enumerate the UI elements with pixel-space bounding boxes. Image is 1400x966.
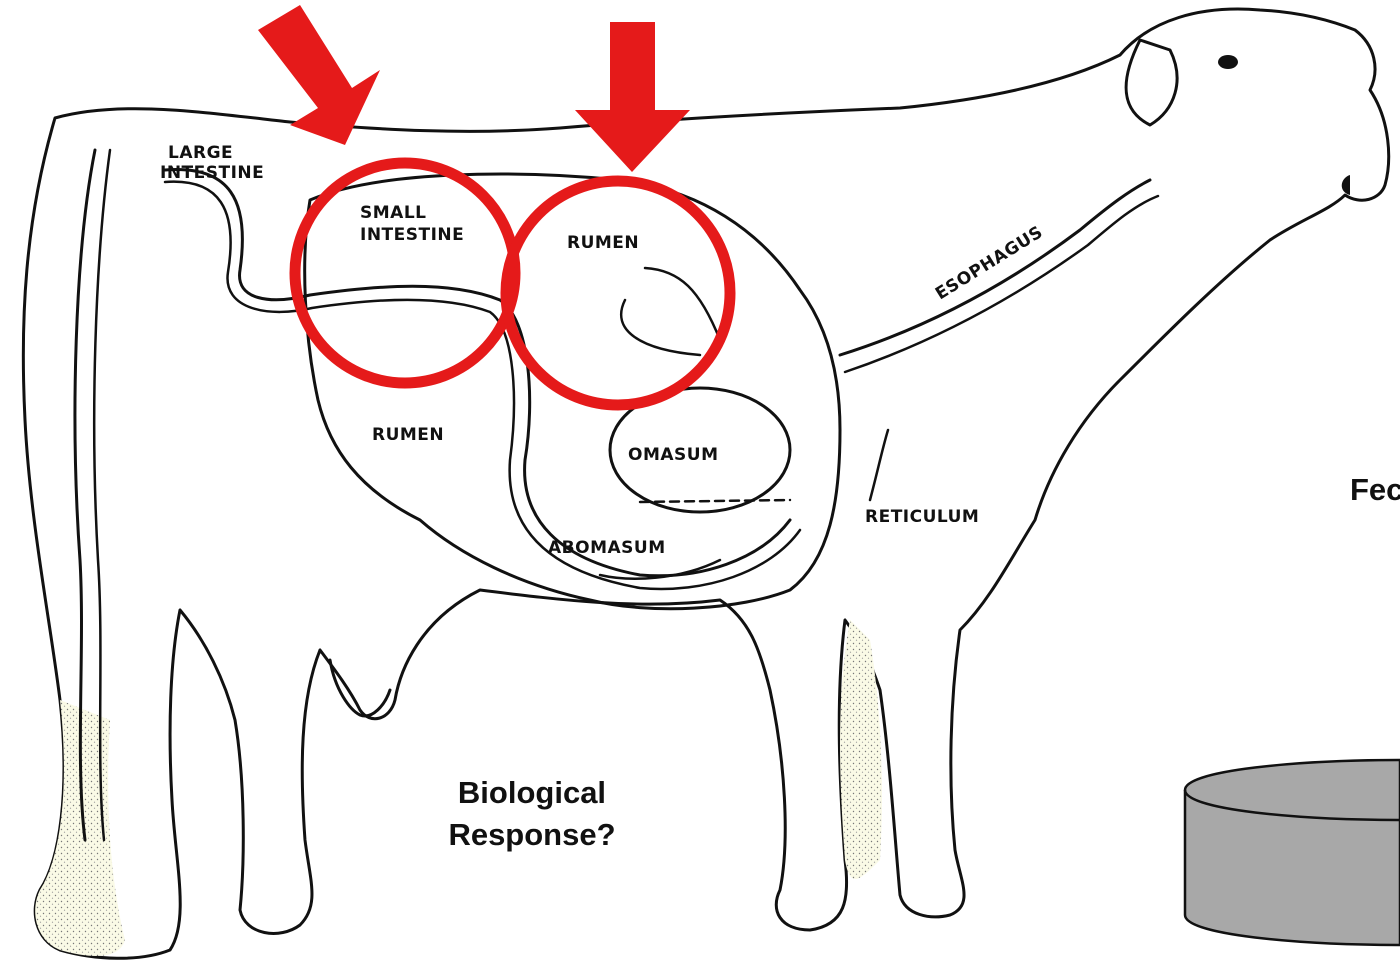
omasum-dashed-path <box>640 500 790 502</box>
cow-ear <box>1126 40 1177 125</box>
label-rumen-lower: RUMEN <box>372 425 444 445</box>
intestine-tube-inner <box>165 182 800 589</box>
label-omasum: OMASUM <box>628 445 719 465</box>
red-arrow-small-intestine <box>258 5 380 145</box>
rumen-flow-arrow-2 <box>621 300 700 355</box>
rumen-flow-arrow-1 <box>645 268 720 340</box>
feed-bin <box>1185 760 1400 945</box>
cow-eye <box>1218 55 1238 69</box>
label-small-intestine-2: INTESTINE <box>360 225 464 245</box>
label-abomasum: ABOMASUM <box>548 538 666 558</box>
highlight-circle-small-intestine <box>295 163 515 383</box>
cow-nostril <box>1342 175 1350 195</box>
label-reticulum: RETICULUM <box>865 507 979 527</box>
label-large-intestine-2: INTESTINE <box>160 163 264 183</box>
caption-line-2: Response? <box>448 817 615 852</box>
label-large-intestine-1: LARGE <box>168 143 233 163</box>
caption-line-1: Biological <box>458 775 606 810</box>
label-small-intestine-1: SMALL <box>360 203 426 223</box>
red-arrow-rumen <box>575 22 690 172</box>
reticulum-pointer <box>870 430 888 500</box>
leg-shading-front <box>840 620 882 879</box>
label-rumen-upper: RUMEN <box>567 233 639 253</box>
label-esophagus: ESOPHAGUS <box>932 222 1047 304</box>
highlight-circle-rumen <box>506 181 730 405</box>
side-text-feed: Fec <box>1350 472 1400 507</box>
